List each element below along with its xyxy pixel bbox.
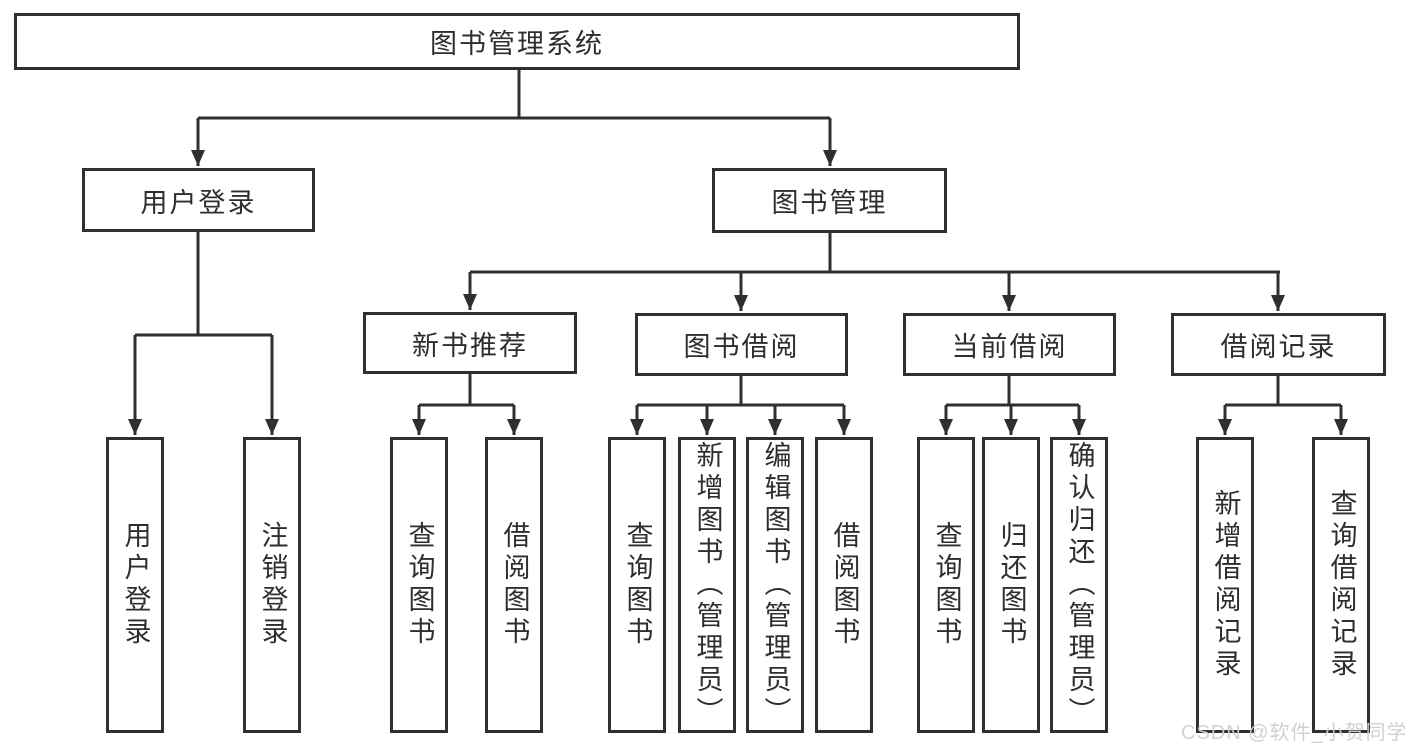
leaf-borrow-books-recommendation: 借阅图书 (485, 437, 543, 733)
leaf-query-borrow-record: 查询借阅记录 (1312, 437, 1370, 733)
node-borrowing-records: 借阅记录 (1171, 313, 1386, 376)
node-book-borrowing: 图书借阅 (635, 313, 848, 376)
leaf-logout: 注销登录 (243, 437, 301, 733)
leaf-edit-book-admin: 编辑图书（管理员） (746, 437, 804, 733)
leaf-query-books-current: 查询图书 (917, 437, 975, 733)
leaf-confirm-return-admin: 确认归还（管理员） (1050, 437, 1108, 733)
leaf-user-login: 用户登录 (106, 437, 164, 733)
leaf-add-book-admin: 新增图书（管理员） (678, 437, 736, 733)
node-current-borrowing: 当前借阅 (903, 313, 1116, 376)
leaf-add-borrow-record: 新增借阅记录 (1196, 437, 1254, 733)
node-user-login: 用户登录 (82, 168, 315, 232)
node-book-management: 图书管理 (712, 168, 947, 233)
connector-arrows (128, 118, 1348, 435)
connector-tree-lines (135, 70, 1341, 407)
node-new-book-recommendation: 新书推荐 (363, 312, 577, 374)
leaf-query-books-recommendation: 查询图书 (390, 437, 448, 733)
leaf-return-book: 归还图书 (982, 437, 1040, 733)
node-library-management-system: 图书管理系统 (14, 13, 1020, 70)
leaf-borrow-books-borrowing: 借阅图书 (815, 437, 873, 733)
leaf-query-books-borrowing: 查询图书 (608, 437, 666, 733)
csdn-watermark: CSDN @软件_小贺同学 (1181, 722, 1405, 744)
